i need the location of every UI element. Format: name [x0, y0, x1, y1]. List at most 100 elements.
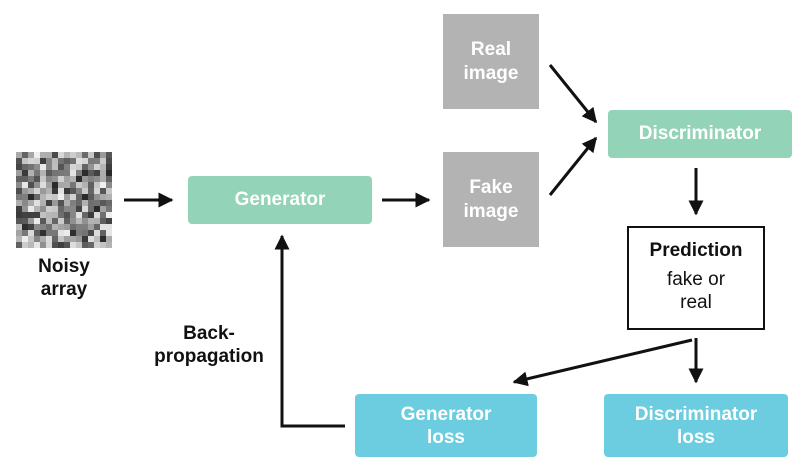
noise-cell [106, 218, 112, 224]
noisy-array-label: Noisy array [38, 256, 90, 300]
noise-cell [106, 194, 112, 200]
discriminator-loss-box: Discriminator loss [604, 394, 788, 457]
noise-cell [70, 236, 76, 242]
noise-cell [70, 242, 76, 248]
noise-cell [40, 170, 46, 176]
noise-cell [100, 152, 106, 158]
noise-cell [82, 170, 88, 176]
noise-cell [34, 182, 40, 188]
noise-cell [100, 218, 106, 224]
real-image-box: Real image [443, 14, 539, 109]
noise-cell [40, 230, 46, 236]
noise-cell [28, 212, 34, 218]
noise-cell [40, 158, 46, 164]
noise-cell [94, 188, 100, 194]
noise-cell [16, 188, 22, 194]
noise-cell [64, 218, 70, 224]
noise-cell [46, 194, 52, 200]
noise-cell [46, 236, 52, 242]
noise-cell [58, 158, 64, 164]
noise-cell [58, 200, 64, 206]
noise-cell [16, 200, 22, 206]
noise-cell [70, 194, 76, 200]
noise-cell [76, 152, 82, 158]
noise-cell [46, 152, 52, 158]
noise-cell [100, 164, 106, 170]
noise-cell [76, 182, 82, 188]
noise-cell [40, 152, 46, 158]
noise-cell [52, 158, 58, 164]
noise-cell [16, 176, 22, 182]
noise-cell [70, 164, 76, 170]
noise-cell [46, 206, 52, 212]
noise-cell [88, 218, 94, 224]
noise-cell [52, 224, 58, 230]
noise-cell [16, 224, 22, 230]
noise-cell [34, 164, 40, 170]
noise-image [16, 152, 112, 248]
generator-box: Generator [188, 176, 372, 224]
noise-cell [52, 212, 58, 218]
noise-cell [58, 188, 64, 194]
noise-cell [94, 194, 100, 200]
noise-cell [94, 212, 100, 218]
noise-cell [100, 236, 106, 242]
noise-cell [76, 224, 82, 230]
noise-cell [100, 170, 106, 176]
noise-cell [52, 188, 58, 194]
noise-cell [22, 218, 28, 224]
noise-cell [22, 242, 28, 248]
noise-cell [46, 176, 52, 182]
noise-cell [16, 218, 22, 224]
noise-cell [58, 230, 64, 236]
noise-cell [52, 206, 58, 212]
noise-cell [46, 170, 52, 176]
noise-cell [82, 236, 88, 242]
noise-cell [88, 188, 94, 194]
noise-cell [88, 224, 94, 230]
noise-cell [58, 152, 64, 158]
noise-cell [28, 164, 34, 170]
noise-cell [76, 230, 82, 236]
noise-cell [88, 200, 94, 206]
noise-cell [58, 176, 64, 182]
noise-cell [76, 164, 82, 170]
noise-cell [16, 194, 22, 200]
noise-cell [64, 236, 70, 242]
noise-cell [82, 206, 88, 212]
noise-cell [16, 206, 22, 212]
noise-cell [40, 212, 46, 218]
noise-cell [82, 242, 88, 248]
noise-cell [52, 218, 58, 224]
noise-cell [70, 176, 76, 182]
noise-cell [40, 206, 46, 212]
noise-cell [106, 242, 112, 248]
noise-cell [94, 242, 100, 248]
noise-cell [28, 230, 34, 236]
noise-cell [82, 182, 88, 188]
noise-cell [88, 212, 94, 218]
noise-cell [76, 188, 82, 194]
noise-cell [100, 242, 106, 248]
noise-cell [88, 152, 94, 158]
noise-cell [70, 218, 76, 224]
noise-cell [94, 182, 100, 188]
noise-cell [28, 152, 34, 158]
noise-cell [22, 206, 28, 212]
noise-cell [22, 236, 28, 242]
noise-cell [64, 200, 70, 206]
noise-cell [22, 176, 28, 182]
noise-cell [106, 170, 112, 176]
noise-cell [82, 218, 88, 224]
noise-cell [28, 176, 34, 182]
noise-cell [58, 164, 64, 170]
noise-cell [70, 158, 76, 164]
noise-cell [76, 194, 82, 200]
noise-cell [100, 176, 106, 182]
noise-cell [16, 230, 22, 236]
noise-cell [28, 182, 34, 188]
noise-cell [34, 194, 40, 200]
noise-cell [34, 152, 40, 158]
noise-cell [34, 224, 40, 230]
noise-cell [88, 158, 94, 164]
